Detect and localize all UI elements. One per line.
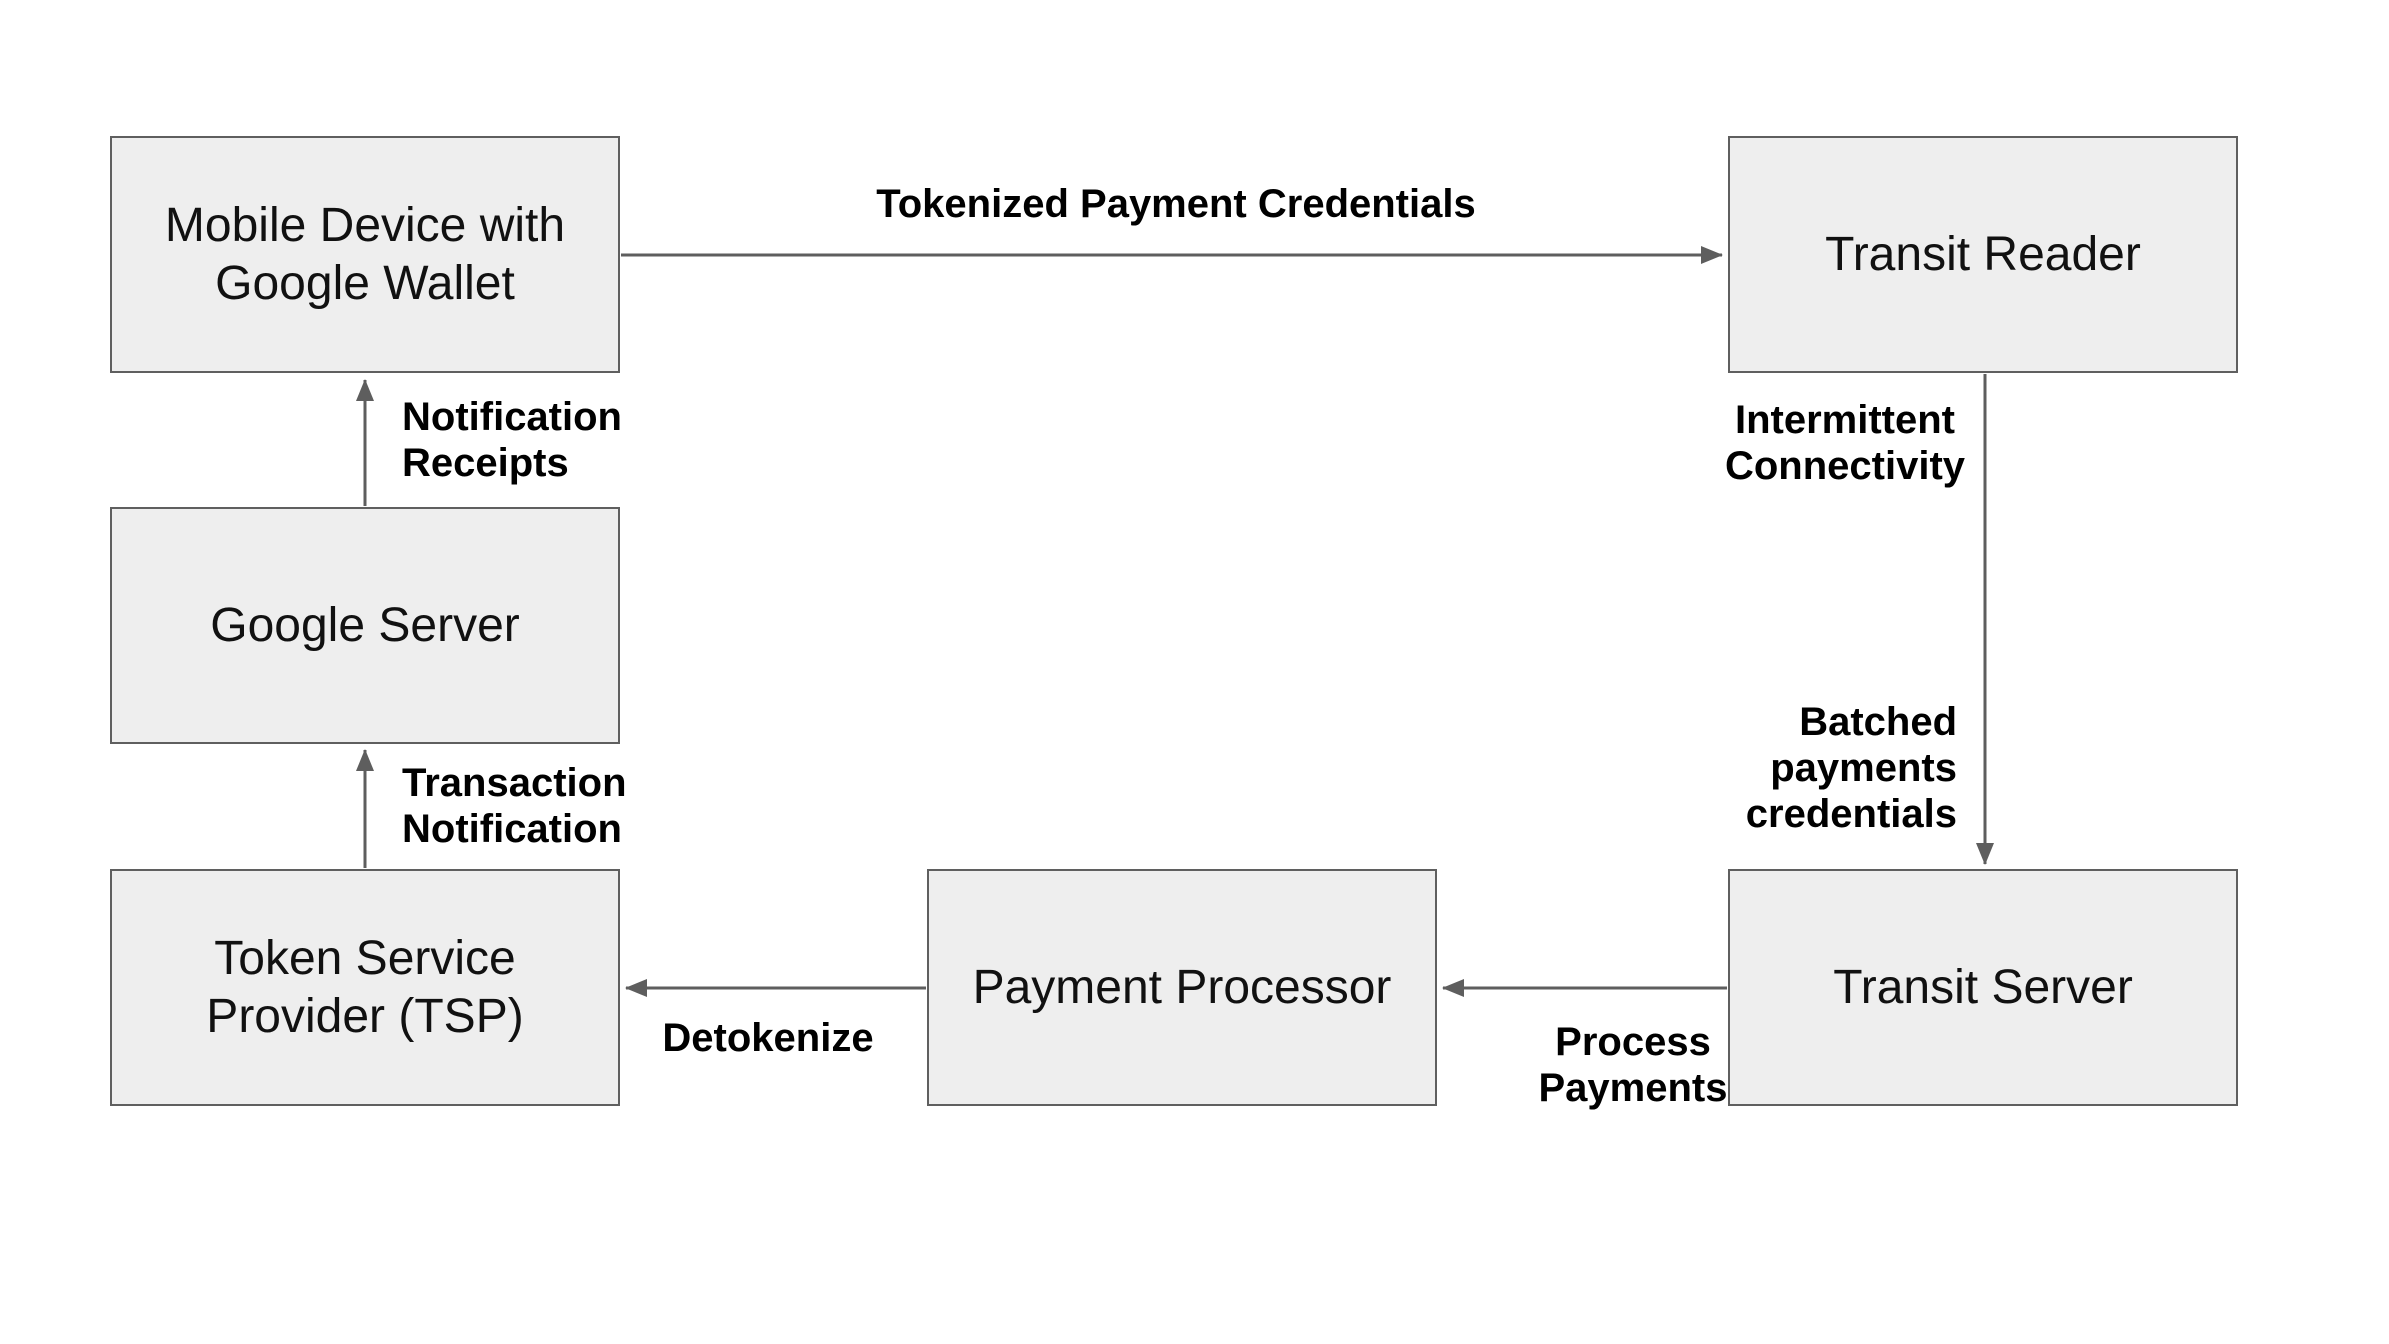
node-label: Transit Reader <box>1825 227 2141 281</box>
node-token-service-provider: Token Service Provider (TSP) <box>110 869 620 1106</box>
edge-label-transaction-notification: Transaction Notification <box>402 761 627 851</box>
node-google-server: Google Server <box>110 507 620 744</box>
node-transit-reader: Transit Reader <box>1728 136 2238 373</box>
node-label: Transit Server <box>1833 960 2133 1014</box>
node-label: Mobile Device with Google Wallet <box>164 198 566 310</box>
node-transit-server: Transit Server <box>1728 869 2238 1106</box>
node-label: Token Service Provider (TSP) <box>206 931 524 1043</box>
edge-label-batched-payments-credentials: Batched payments credentials <box>1745 700 1957 836</box>
edge-label-process-payments: Process Payments <box>1538 1020 1728 1110</box>
node-mobile-device-google-wallet: Mobile Device with Google Wallet <box>110 136 620 373</box>
edge-label-notification-receipts: Notification Receipts <box>402 395 622 485</box>
node-label: Payment Processor <box>972 960 1392 1014</box>
edge-label-intermittent-connectivity: Intermittent Connectivity <box>1724 398 1966 488</box>
node-label: Google Server <box>210 598 520 652</box>
edge-label-tokenized-payment-credentials: Tokenized Payment Credentials <box>876 182 1476 226</box>
node-payment-processor: Payment Processor <box>927 869 1437 1106</box>
edge-label-detokenize: Detokenize <box>662 1016 874 1060</box>
